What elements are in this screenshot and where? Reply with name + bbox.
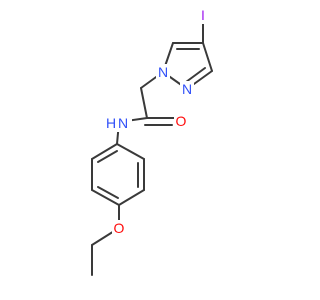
bond-b1-b2 bbox=[116, 143, 145, 160]
bond-ch2-carbonyl bbox=[140, 87, 148, 119]
bond-c3-n2-double bbox=[185, 67, 206, 83]
bond-b4-b5-double bbox=[97, 186, 119, 199]
atom-carbonyl-o: O bbox=[174, 113, 188, 129]
bond-b3-b4 bbox=[118, 189, 145, 206]
atom-ether-o: O bbox=[112, 220, 126, 236]
atom-pyrazole-n1: N bbox=[156, 64, 170, 80]
bond-c4-c3 bbox=[202, 42, 213, 72]
benzene-ring bbox=[91, 143, 145, 206]
atom-label-pyrazole-n1: N bbox=[158, 64, 168, 80]
bond-b4-b5 bbox=[91, 189, 120, 206]
atom-label-iodine: I bbox=[201, 7, 205, 23]
atom-iodine: I bbox=[196, 6, 210, 24]
atom-label-carbonyl-o: O bbox=[176, 113, 187, 129]
atom-pyrazole-n2: N bbox=[180, 81, 194, 97]
atom-label-ether-o: O bbox=[114, 220, 125, 236]
bond-b6-b1 bbox=[91, 143, 118, 160]
bond-b6-b1-double bbox=[97, 150, 118, 163]
atom-label-pyrazole-n2: N bbox=[182, 81, 192, 97]
